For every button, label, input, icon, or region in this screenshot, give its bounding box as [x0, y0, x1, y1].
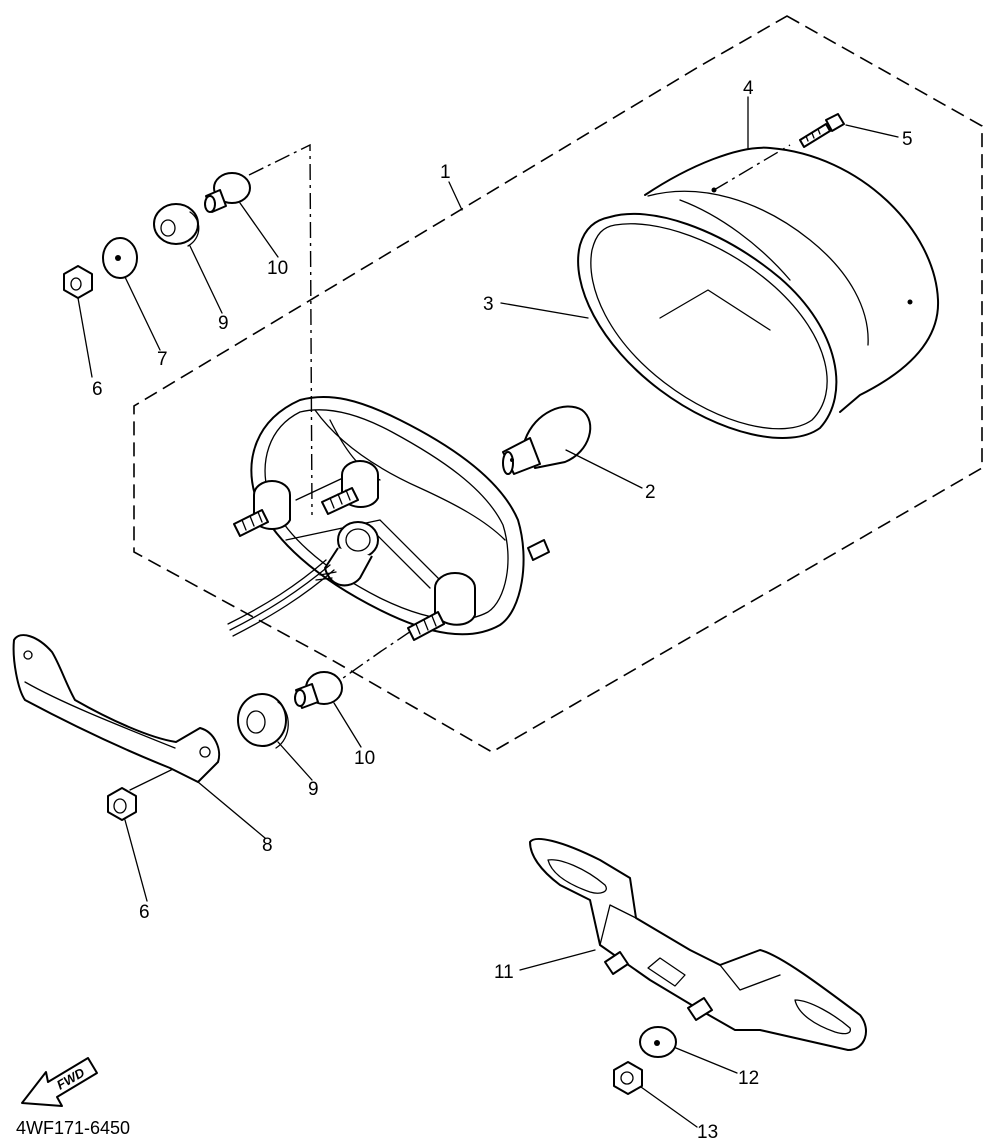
- callout-11: 11: [494, 962, 514, 983]
- callout-4: 4: [743, 78, 754, 99]
- collar-upper: [204, 172, 251, 213]
- lens: [644, 146, 940, 413]
- bracket-washer: [639, 1026, 677, 1058]
- grommet-lower: [237, 693, 289, 749]
- assembly-line-upper: [248, 143, 313, 516]
- callout-10-upper: 10: [267, 258, 288, 279]
- bracket-nut: [613, 1061, 643, 1095]
- collar-lower: [294, 671, 343, 709]
- assembly-boundary: [133, 15, 983, 753]
- nut-upper: [63, 265, 93, 299]
- license-bracket: [529, 838, 867, 1051]
- callout-13: 13: [697, 1122, 718, 1143]
- assembly-line-lower: [325, 624, 421, 691]
- callout-1: 1: [440, 162, 451, 183]
- callout-2: 2: [645, 482, 656, 503]
- callout-6-upper: 6: [92, 379, 103, 400]
- assembly-line-lamp: [713, 144, 791, 191]
- callout-3: 3: [483, 294, 494, 315]
- gasket: [577, 212, 838, 439]
- fwd-arrow-icon: FWD: [21, 1057, 98, 1107]
- callout-12: 12: [738, 1068, 759, 1089]
- bulb: [502, 405, 592, 475]
- callout-9-lower: 9: [308, 779, 319, 800]
- callout-5: 5: [902, 129, 913, 150]
- washer: [102, 237, 138, 279]
- lamp-housing: [227, 395, 550, 641]
- screw: [799, 113, 845, 148]
- callout-8: 8: [262, 835, 273, 856]
- mounting-bracket: [12, 634, 220, 783]
- callout-9-upper: 9: [218, 313, 229, 334]
- diagram-code: 4WF171-6450: [16, 1118, 130, 1138]
- nut-lower: [107, 787, 137, 821]
- leader-lines: [77, 96, 899, 1128]
- callout-6-lower: 6: [139, 902, 150, 923]
- callout-10-lower: 10: [354, 748, 375, 769]
- callout-7: 7: [157, 349, 168, 370]
- grommet-upper: [153, 203, 200, 247]
